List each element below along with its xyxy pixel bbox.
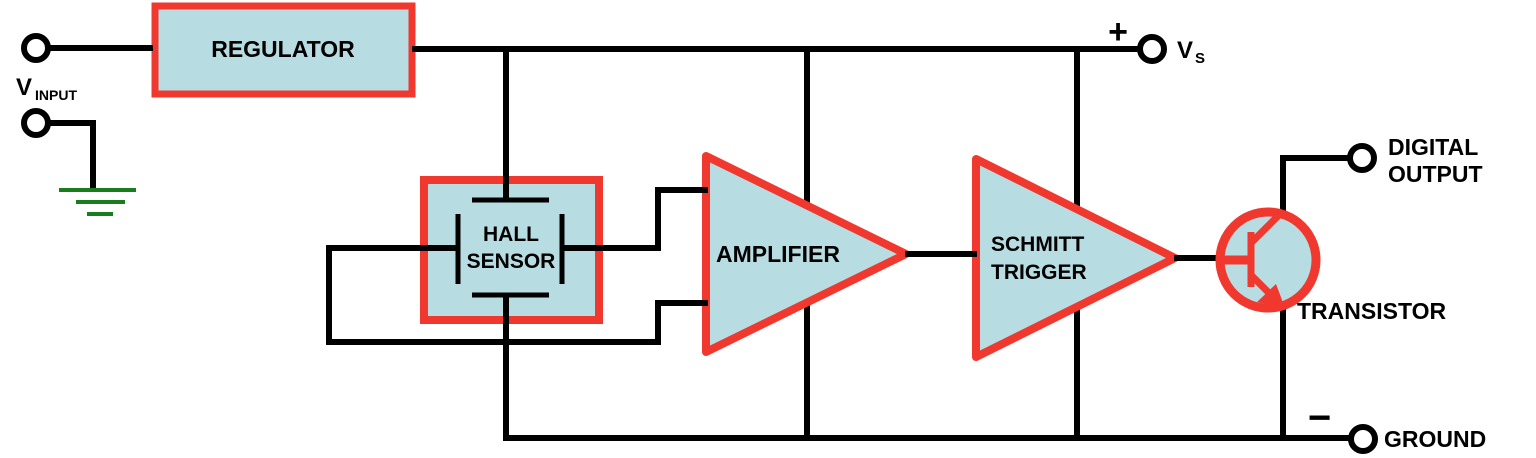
schmitt-label-line2: TRIGGER: [991, 261, 1087, 284]
digital-output-label-line1: DIGITAL: [1388, 134, 1478, 160]
hall-sensor-label-line2: SENSOR: [467, 250, 556, 273]
transistor-symbol: [1215, 207, 1321, 313]
wire-hall-left-to-amp-lower-input: [326, 245, 708, 345]
amplifier-label: AMPLIFIER: [716, 241, 840, 267]
hall-sensor-plates: [455, 197, 565, 298]
schmitt-trigger-block: [972, 155, 1179, 361]
transistor-circle: [1215, 207, 1321, 313]
regulator-label: REGULATOR: [211, 36, 355, 62]
hall-sensor-label-line1: HALL: [483, 223, 539, 246]
transistor-collector-lead: [1248, 208, 1286, 246]
terminals: [21, 33, 1378, 454]
wire-collector-to-digital-output: [1280, 155, 1349, 213]
wire-vinput-to-ground: [48, 120, 96, 190]
amplifier-block: [702, 152, 910, 356]
ground-minus-sign: −: [1308, 396, 1331, 440]
wire-hall-right-to-amp-upper-input: [562, 187, 708, 251]
transistor-emitter-arrow: [1257, 284, 1285, 308]
schmitt-label-line1: SCHMITT: [991, 233, 1084, 256]
terminal-ground: [1348, 424, 1378, 454]
transistor-emitter-lead: [1248, 272, 1273, 297]
terminal-vs: [1137, 34, 1167, 64]
transistor-label: TRANSISTOR: [1297, 298, 1446, 324]
earth-ground-icon: [59, 188, 136, 216]
terminal-vinput-plus: [21, 33, 51, 63]
digital-output-label-line2: OUTPUT: [1388, 161, 1483, 187]
terminal-digital-output: [1347, 143, 1377, 173]
wires: [48, 45, 1352, 441]
vs-plus-sign: +: [1108, 13, 1128, 51]
ground-label: GROUND: [1384, 426, 1486, 452]
terminal-vinput-minus: [21, 108, 51, 138]
